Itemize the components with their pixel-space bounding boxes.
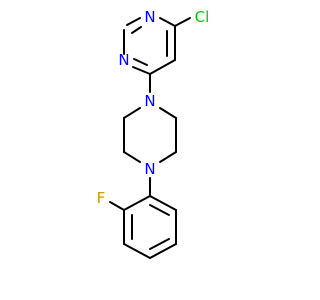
bond-c1-n1-inner xyxy=(131,26,142,34)
bond-ph6-ph1-inner xyxy=(149,204,170,216)
bond-ph6-ph1 xyxy=(149,195,177,211)
bond-cd-n3 xyxy=(159,107,177,119)
nitrogen-atom-label: N xyxy=(144,92,155,110)
bond-c4-n2 xyxy=(132,66,151,75)
molecule-structure: N N Cl N N F xyxy=(97,8,210,259)
bond-n1-c2 xyxy=(159,17,176,27)
bond-ph3-ph4 xyxy=(123,243,151,259)
bond-c1-n1 xyxy=(126,17,141,26)
nitrogen-atom-label: N xyxy=(144,160,155,178)
bond-c2-cl xyxy=(174,17,191,27)
bond-c4-n2-inner xyxy=(133,58,148,66)
bond-ph2-f xyxy=(109,201,125,211)
fluorine-atom-label: F xyxy=(97,189,106,207)
nitrogen-atom-label: N xyxy=(144,8,155,26)
bonds-group xyxy=(109,17,191,259)
bond-c3-c4 xyxy=(149,59,176,75)
bond-cb-n4 xyxy=(123,151,141,163)
atom-labels-group: N N Cl N N F xyxy=(97,8,210,207)
bond-n3-ca xyxy=(123,107,141,119)
chlorine-atom-label: Cl xyxy=(195,8,210,26)
bond-ph1-ph2 xyxy=(123,195,151,211)
nitrogen-atom-label: N xyxy=(118,51,129,69)
bond-n4-cc xyxy=(159,151,177,163)
bond-ph4-ph5 xyxy=(149,243,177,259)
bond-ph4-ph5-inner xyxy=(149,238,170,250)
